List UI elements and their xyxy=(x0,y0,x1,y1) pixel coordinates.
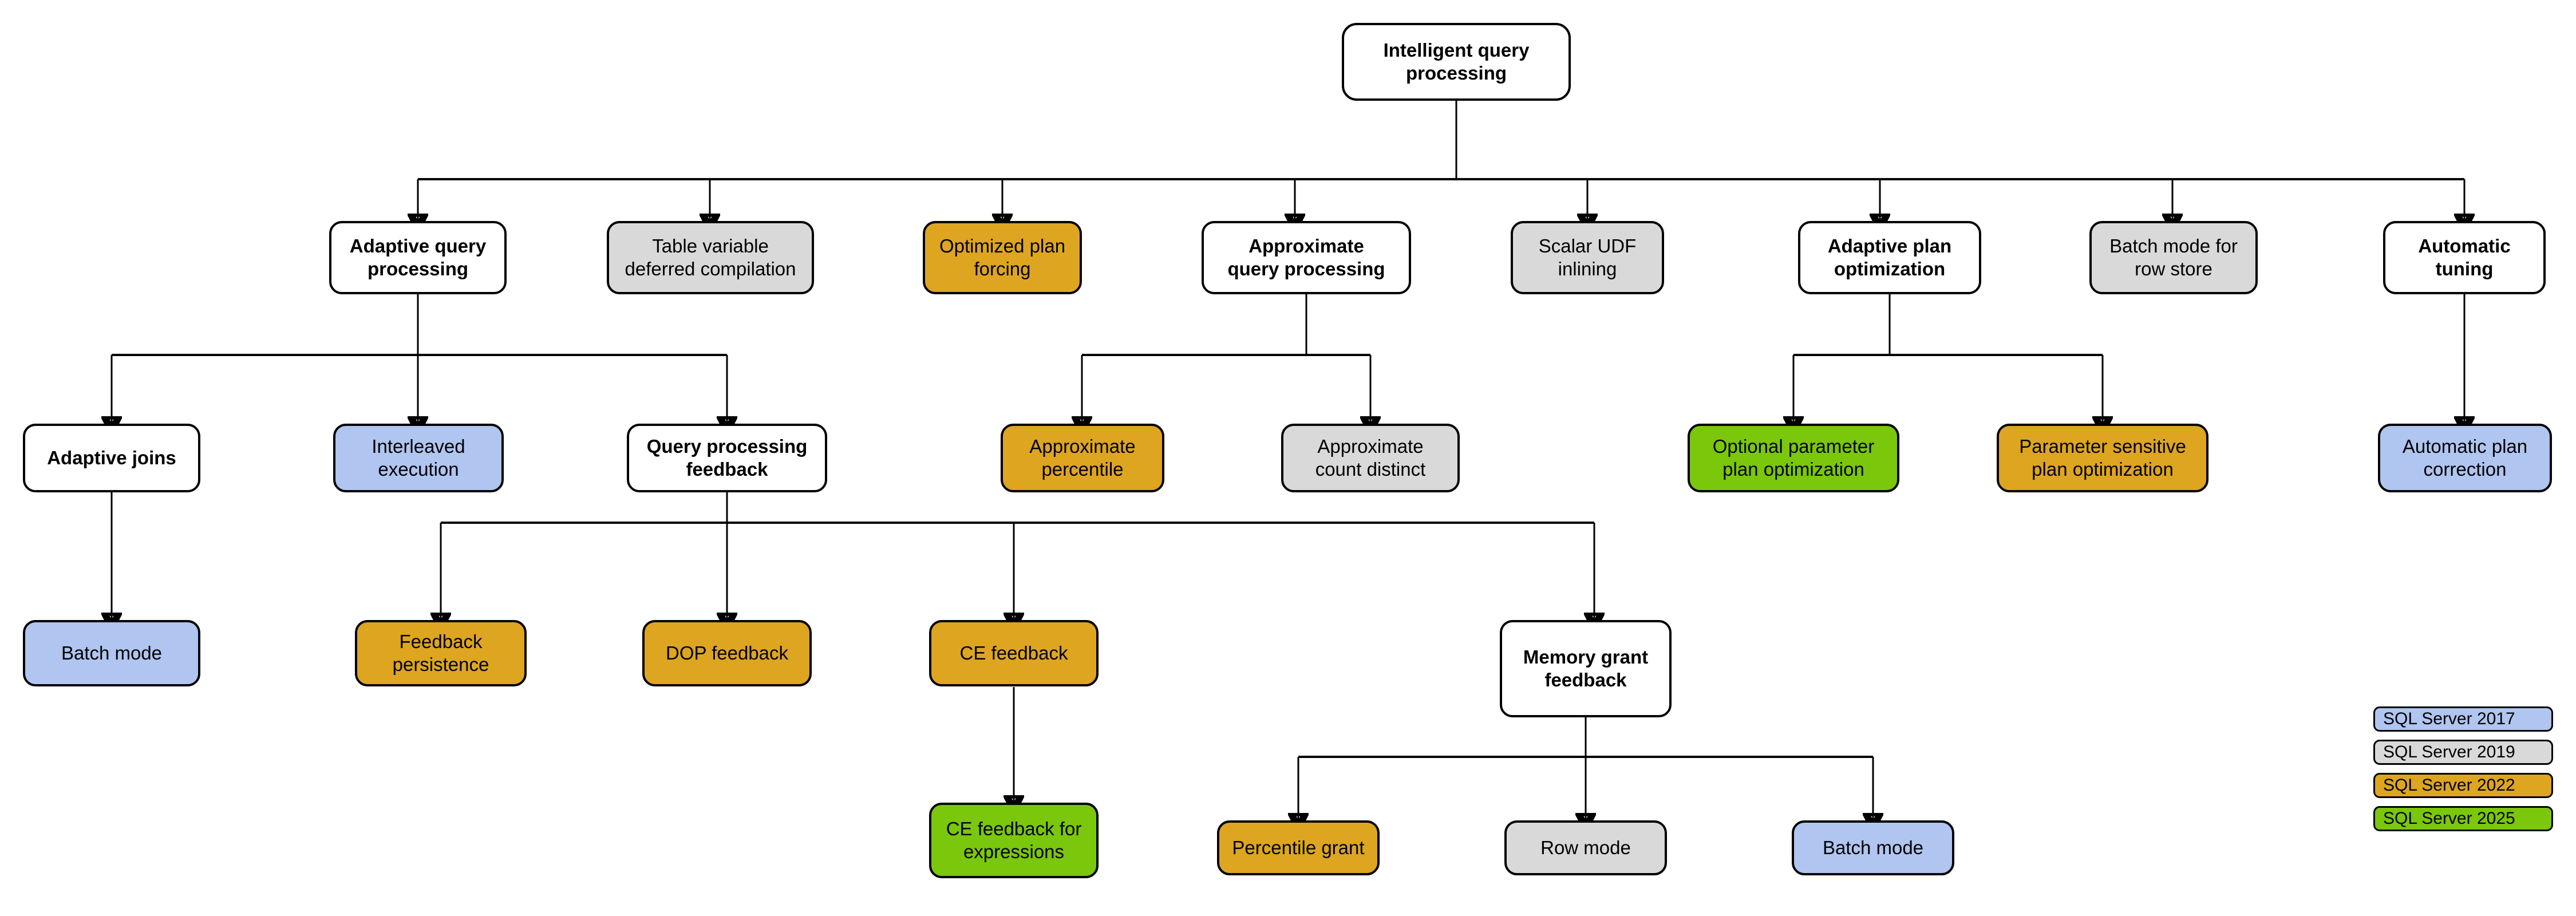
node-intelligent-query-processing[interactable]: Intelligent query processing xyxy=(1342,23,1571,101)
node-interleaved-execution[interactable]: Interleaved execution xyxy=(333,424,504,492)
node-memory-grant-feedback[interactable]: Memory grant feedback xyxy=(1500,620,1672,717)
node-dop-feedback[interactable]: DOP feedback xyxy=(642,620,812,686)
node-row-mode[interactable]: Row mode xyxy=(1504,820,1667,875)
node-ce-feedback[interactable]: CE feedback xyxy=(929,620,1099,686)
node-adaptive-query-processing[interactable]: Adaptive query processing xyxy=(329,221,507,294)
legend: SQL Server 2017 SQL Server 2019 SQL Serv… xyxy=(2373,706,2553,839)
node-scalar-udf-inlining[interactable]: Scalar UDF inlining xyxy=(1511,221,1664,294)
node-adaptive-plan-optimization[interactable]: Adaptive plan optimization xyxy=(1798,221,1981,294)
node-parameter-sensitive-plan-optimization[interactable]: Parameter sensitive plan optimization xyxy=(1997,424,2208,492)
legend-item-sql-server-2017: SQL Server 2017 xyxy=(2373,706,2553,732)
legend-item-sql-server-2025: SQL Server 2025 xyxy=(2373,806,2553,831)
node-automatic-tuning[interactable]: Automatic tuning xyxy=(2383,221,2546,294)
node-feedback-persistence[interactable]: Feedback persistence xyxy=(355,620,527,686)
legend-item-sql-server-2022: SQL Server 2022 xyxy=(2373,773,2553,798)
node-ce-feedback-for-expressions[interactable]: CE feedback for expressions xyxy=(929,803,1099,878)
node-optimized-plan-forcing[interactable]: Optimized plan forcing xyxy=(923,221,1082,294)
node-approximate-percentile[interactable]: Approximate percentile xyxy=(1001,424,1164,492)
node-adaptive-joins[interactable]: Adaptive joins xyxy=(23,424,200,492)
node-approximate-count-distinct[interactable]: Approximate count distinct xyxy=(1281,424,1460,492)
node-percentile-grant[interactable]: Percentile grant xyxy=(1217,820,1380,875)
node-table-variable-deferred-compilation[interactable]: Table variable deferred compilation xyxy=(607,221,814,294)
node-batch-mode-for-row-store[interactable]: Batch mode for row store xyxy=(2089,221,2258,294)
node-batch-mode-memory-grant[interactable]: Batch mode xyxy=(1792,820,1954,875)
node-automatic-plan-correction[interactable]: Automatic plan correction xyxy=(2378,424,2552,492)
node-approximate-query-processing[interactable]: Approximate query processing xyxy=(1202,221,1411,294)
legend-item-sql-server-2019: SQL Server 2019 xyxy=(2373,740,2553,765)
node-batch-mode-adaptive-joins[interactable]: Batch mode xyxy=(23,620,200,686)
node-query-processing-feedback[interactable]: Query processing feedback xyxy=(627,424,827,492)
node-optional-parameter-plan-optimization[interactable]: Optional parameter plan optimization xyxy=(1688,424,1899,492)
